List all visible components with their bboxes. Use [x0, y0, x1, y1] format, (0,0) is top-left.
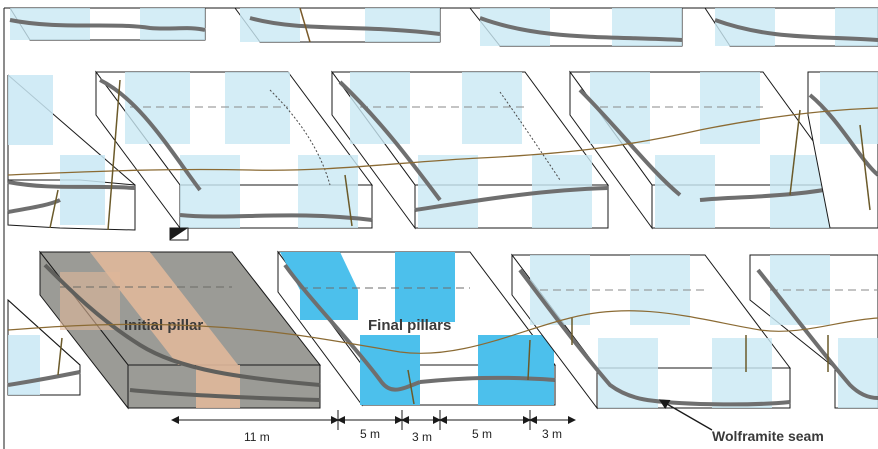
block-top-3: [468, 7, 683, 47]
dimension-label-5m-a: 5 m: [360, 427, 380, 441]
raise-middle-2: [49, 189, 59, 229]
dimension-label-11m: 11 m: [244, 430, 270, 444]
final-pillars-block: Final pillars: [277, 250, 557, 407]
block-middle-5: [807, 71, 878, 229]
block-bottom-left: [7, 298, 81, 396]
raise-middle-4: [789, 109, 801, 196]
dimension-label-3m-a: 3 m: [412, 430, 432, 444]
block-bottom-4: [749, 254, 878, 409]
initial-pillar-label: Initial pillar: [124, 317, 203, 334]
block-middle-3: [331, 70, 609, 230]
block-top-1: [9, 7, 206, 41]
block-middle-4: [569, 70, 846, 230]
raise-middle-1: [107, 79, 121, 231]
dimension-label-3m-b: 3 m: [542, 427, 562, 441]
wolframite-seam-label: Wolframite seam: [712, 428, 824, 444]
seam-pointer-arrow: [658, 399, 713, 431]
block-middle-2: [95, 70, 373, 230]
initial-pillar-block: Initial pillar: [38, 250, 322, 410]
block-top-4: [704, 7, 878, 47]
raise-middle-3: [344, 174, 353, 227]
north-arrow-icon: [169, 227, 189, 241]
block-top-2: [234, 7, 441, 43]
drift-line-bottom: [7, 310, 878, 354]
block-bottom-3: [510, 253, 792, 410]
drift-line-middle: [7, 107, 878, 176]
block-middle-1: [7, 74, 136, 231]
dimension-label-5m-b: 5 m: [472, 427, 492, 441]
dimension-lines: [171, 410, 576, 430]
final-pillars-label: Final pillars: [368, 317, 451, 334]
raise-middle-5: [859, 124, 871, 211]
